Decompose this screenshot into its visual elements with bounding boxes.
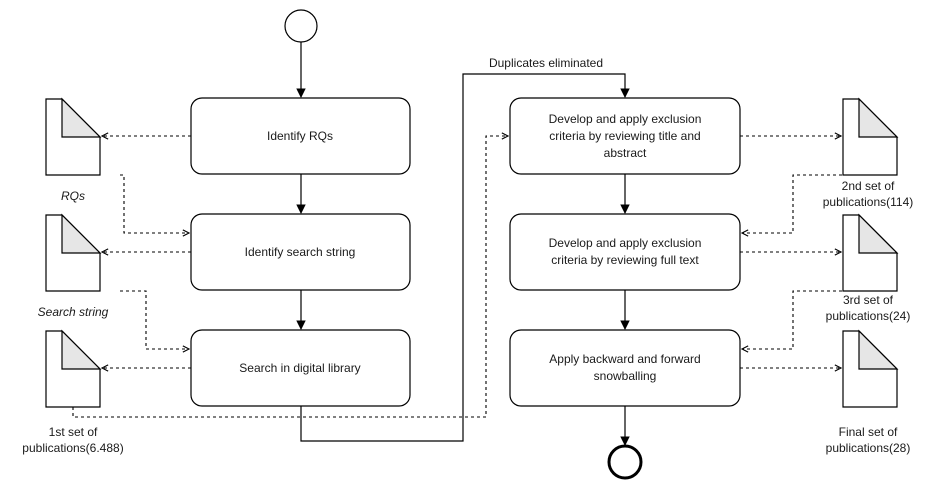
first-set-document-icon	[45, 329, 102, 408]
first-set-label-line-1: 1st set of	[49, 425, 98, 439]
first-set-input-dashed-arrow	[72, 136, 508, 418]
second-set-label-line-2: publications(114)	[823, 195, 914, 209]
third-set-input-dashed-arrow	[742, 290, 860, 349]
search-digital-library-label: Search in digital library	[239, 361, 360, 375]
exclusion-title-abstract-line-1: Develop and apply exclusion	[549, 112, 702, 126]
second-set-input-dashed-arrow	[742, 174, 860, 233]
rqs-document-label: RQs	[61, 189, 85, 203]
library-to-exclusion-connector	[300, 73, 630, 442]
exclusion-full-text-line-2: criteria by reviewing full text	[551, 253, 699, 267]
identify-rqs-label: Identify RQs	[267, 129, 333, 143]
search-string-document-icon	[45, 213, 102, 292]
second-set-document-icon	[842, 97, 899, 176]
final-set-document-icon	[842, 329, 899, 408]
start-node	[284, 9, 318, 43]
exclusion-title-abstract-line-3: abstract	[604, 146, 647, 160]
final-set-label-line-2: publications(28)	[826, 441, 911, 455]
exclusion-title-abstract-line-2: criteria by reviewing title and	[549, 129, 700, 143]
final-set-label-line-1: Final set of	[839, 425, 898, 439]
snowballing-box	[509, 329, 741, 407]
third-set-label-line-1: 3rd set of	[843, 293, 894, 307]
snowballing-line-2: snowballing	[594, 369, 657, 383]
end-node	[607, 444, 643, 480]
duplicates-eliminated-label: Duplicates eliminated	[489, 56, 603, 70]
exclusion-full-text-box	[509, 213, 741, 291]
snowballing-line-1: Apply backward and forward	[549, 352, 700, 366]
exclusion-full-text-line-1: Develop and apply exclusion	[549, 236, 702, 250]
rqs-document-icon	[45, 97, 102, 176]
third-set-label-line-2: publications(24)	[826, 309, 911, 323]
search-string-document-label: Search string	[38, 305, 109, 319]
second-set-label-line-1: 2nd set of	[842, 179, 895, 193]
third-set-document-icon	[842, 213, 899, 292]
rqs-input-dashed-arrow	[120, 174, 189, 233]
search-string-input-dashed-arrow	[120, 290, 189, 349]
first-set-label-line-2: publications(6.488)	[22, 441, 123, 455]
identify-search-string-label: Identify search string	[245, 245, 356, 259]
